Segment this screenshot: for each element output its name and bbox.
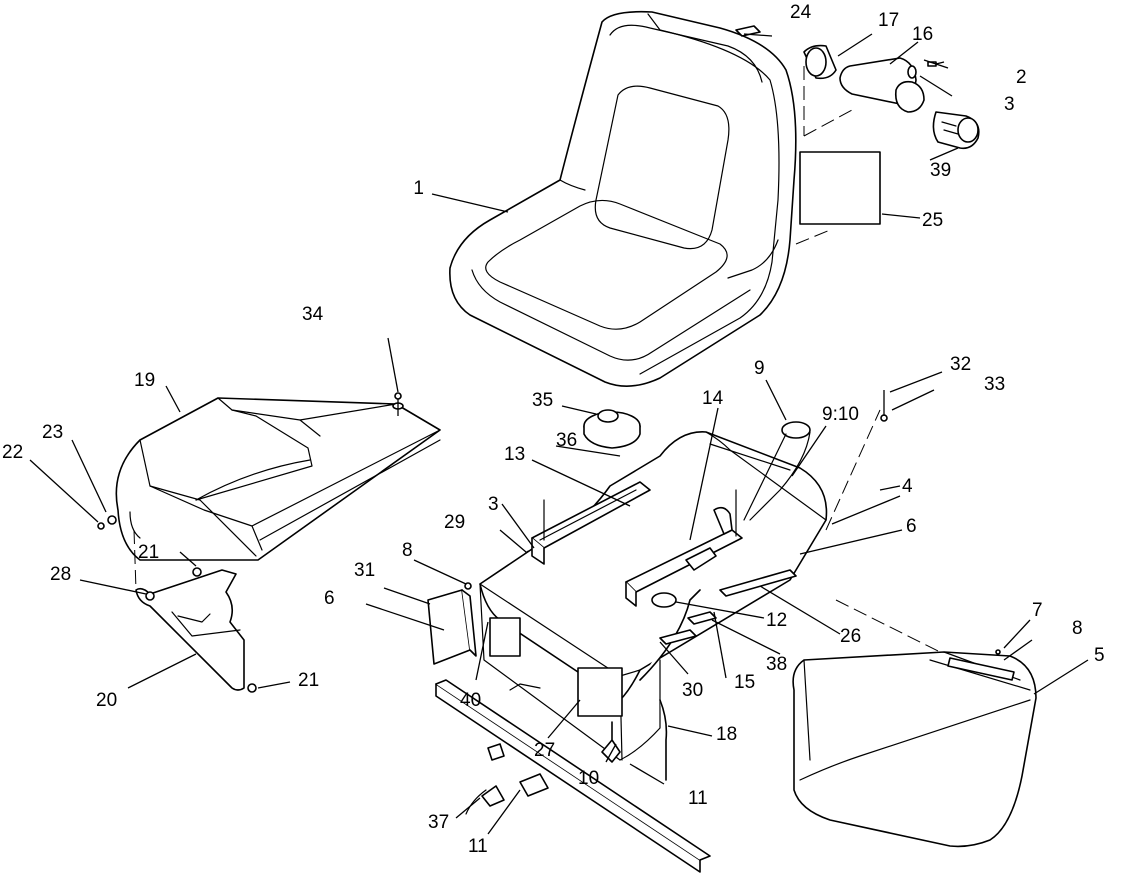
tube-assembly (803, 44, 980, 150)
callout-21-bottom: 21 (298, 670, 319, 691)
callout-37: 37 (428, 812, 449, 833)
callout-35: 35 (532, 390, 553, 411)
callout-6-right: 6 (906, 516, 917, 537)
slide-rail-14 (625, 489, 743, 607)
decal-24 (735, 25, 761, 37)
seat (449, 10, 797, 387)
callout-30: 30 (682, 680, 703, 701)
callout-22: 22 (2, 442, 23, 463)
callout-labels: 1 2 3 3 4 5 6 6 7 8 8 9 9:10 10 11 11 12… (2, 2, 1105, 857)
callout-9-10: 9:10 (822, 404, 859, 425)
callout-4: 4 (902, 476, 913, 497)
callout-15: 15 (734, 672, 755, 693)
callout-24: 24 (790, 2, 812, 23)
callout-5: 5 (1094, 645, 1105, 666)
callout-26: 26 (840, 626, 861, 647)
callout-33: 33 (984, 374, 1005, 395)
cable-18 (659, 699, 668, 781)
callout-31: 31 (354, 560, 375, 581)
left-fender (115, 397, 441, 561)
decal-30 (659, 629, 697, 645)
side-panel-31 (427, 589, 477, 665)
callout-8-left: 8 (402, 540, 413, 561)
leader-lines (29, 33, 1089, 835)
callout-27: 27 (534, 740, 555, 761)
handle-10 (601, 721, 621, 763)
callout-40: 40 (460, 690, 481, 711)
decal-25 (799, 151, 881, 225)
callout-32: 32 (950, 354, 971, 375)
callout-11-bottom: 11 (468, 836, 488, 857)
callout-17: 17 (878, 10, 899, 31)
callout-10: 10 (578, 768, 599, 789)
decal-38 (687, 611, 717, 625)
callout-23: 23 (42, 422, 63, 443)
callout-3-top: 3 (1004, 94, 1015, 115)
grommet-12 (651, 592, 677, 608)
bumper-35 (583, 409, 641, 449)
callout-21-top: 21 (138, 542, 159, 563)
right-fender (792, 651, 1037, 848)
callout-3-mid: 3 (488, 494, 499, 515)
callout-14: 14 (702, 388, 724, 409)
decal-26 (719, 569, 797, 597)
knob-9 (743, 421, 811, 521)
callout-1: 1 (413, 178, 424, 199)
callout-12: 12 (766, 610, 787, 631)
callout-29: 29 (444, 512, 465, 533)
callout-19: 19 (134, 370, 155, 391)
footrest-tube (435, 679, 711, 873)
callout-8-right: 8 (1072, 618, 1083, 639)
callout-13: 13 (504, 444, 525, 465)
callout-36: 36 (556, 430, 577, 451)
callout-39: 39 (930, 160, 951, 181)
callout-18: 18 (716, 724, 737, 745)
callout-25: 25 (922, 210, 943, 231)
callout-6-left: 6 (324, 588, 335, 609)
decal-27 (577, 667, 623, 717)
callout-7: 7 (1032, 600, 1043, 621)
mount-bracket (133, 529, 245, 691)
slide-rail-13 (531, 481, 651, 565)
callout-38: 38 (766, 654, 787, 675)
callout-9: 9 (754, 358, 765, 379)
callout-16: 16 (912, 24, 933, 45)
callout-34: 34 (302, 304, 324, 325)
decal-40 (489, 617, 521, 657)
callout-28: 28 (50, 564, 71, 585)
callout-2: 2 (1016, 67, 1027, 88)
callout-20: 20 (96, 690, 117, 711)
callout-11-right: 11 (688, 788, 708, 809)
